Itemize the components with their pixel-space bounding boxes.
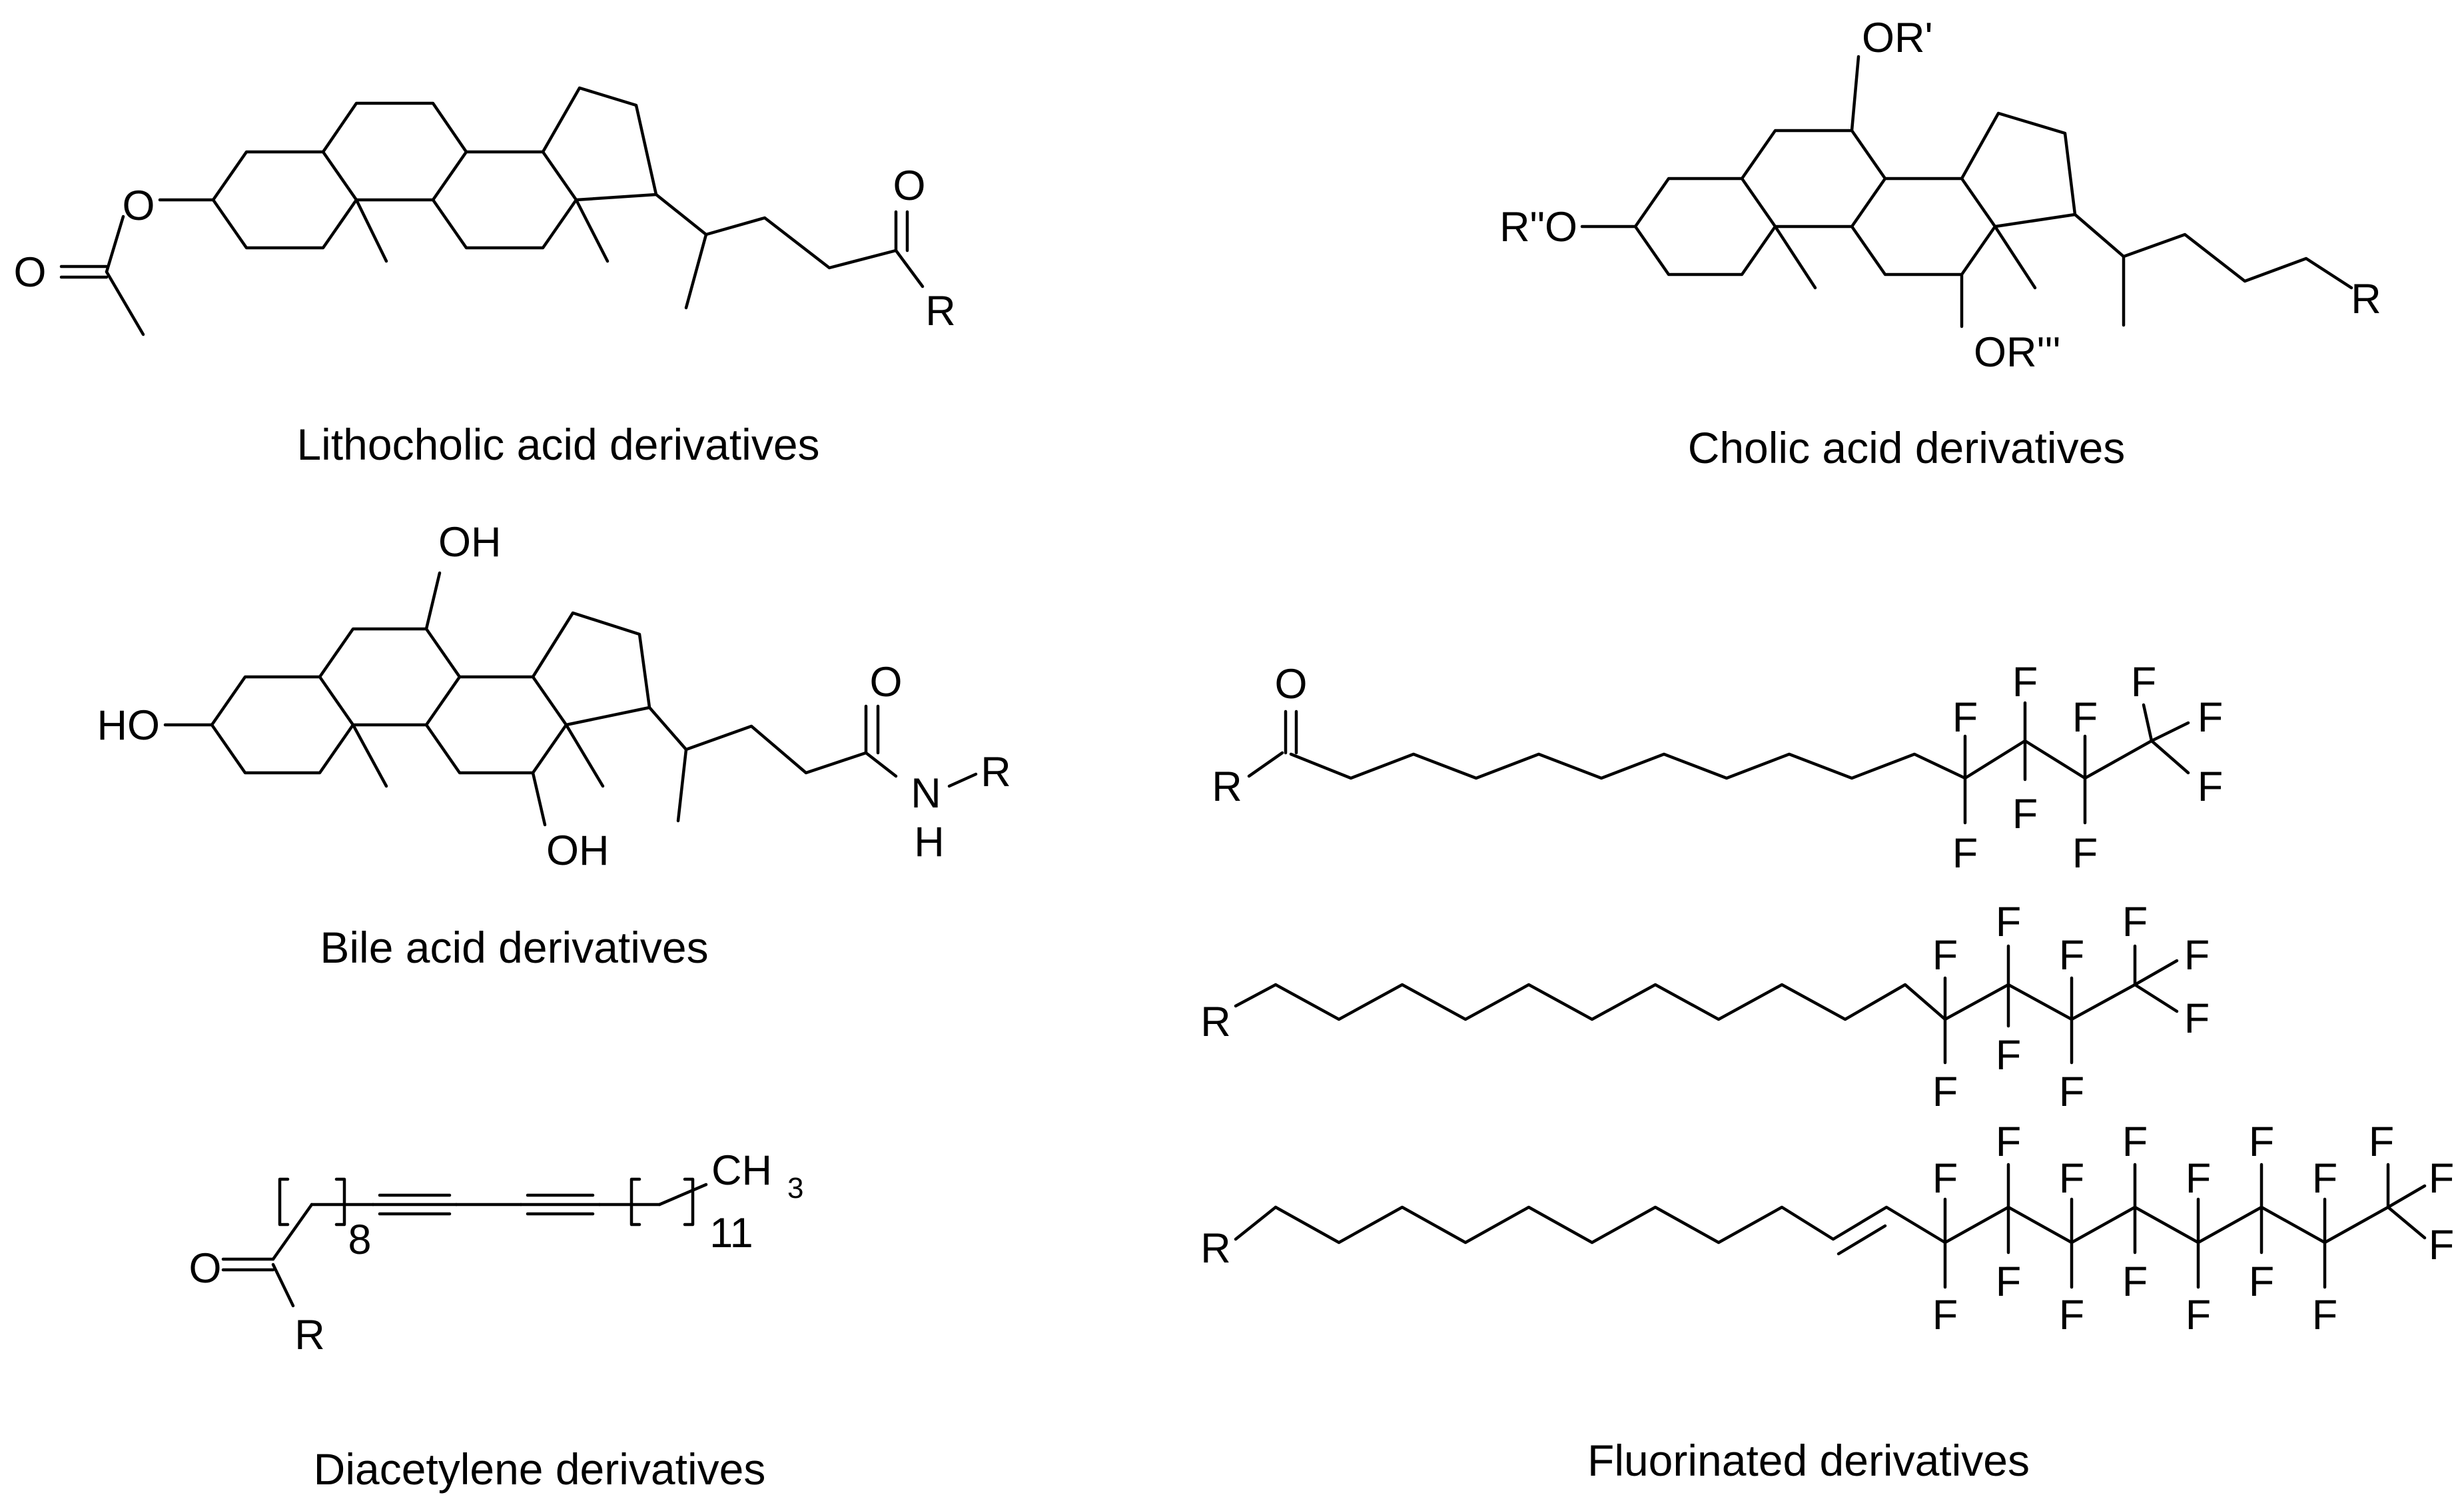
atom-o-fluoro1: O: [1274, 661, 1307, 708]
atom-f-2g: F: [2122, 899, 2148, 945]
atom-f-2f: F: [2059, 1069, 2084, 1115]
atom-h-amide: H: [914, 819, 945, 865]
atom-r-double-prime-o: R"O: [1499, 204, 1577, 251]
atom-r-fluoro1: R: [1212, 763, 1242, 810]
atom-f-1c: F: [2012, 659, 2038, 706]
atom-r-fluoro3: R: [1200, 1225, 1231, 1272]
atom-f-3c: F: [1996, 1119, 2021, 1165]
atom-ch3: CH: [711, 1147, 772, 1194]
atom-f-3b: F: [1932, 1292, 1958, 1338]
atom-f-3d: F: [1996, 1258, 2021, 1305]
lithocholic-acid-structure: [59, 86, 925, 336]
caption-fluorinated: Fluorinated derivatives: [1587, 1436, 2030, 1485]
atom-f-3g: F: [2122, 1119, 2148, 1165]
atom-o-ester-ring: O: [122, 183, 155, 229]
atom-or-triple-prime: OR''': [1974, 329, 2061, 376]
atom-f-1i: F: [2198, 763, 2223, 810]
atom-o-diacetylene: O: [189, 1245, 221, 1292]
atom-n-amide: N: [911, 770, 941, 817]
atom-ho-c3: HO: [97, 702, 161, 749]
atom-r-fluoro2: R: [1200, 999, 1231, 1045]
atom-f-2e: F: [2059, 932, 2084, 979]
atom-f-3j: F: [2186, 1292, 2211, 1338]
atom-f-3k: F: [2249, 1119, 2274, 1165]
caption-cholic: Cholic acid derivatives: [1688, 423, 2126, 472]
atom-o-carbonyl-acetyl: O: [13, 249, 46, 296]
atom-f-2i: F: [2184, 995, 2210, 1042]
atom-f-3q: F: [2429, 1222, 2454, 1268]
atom-f-1b: F: [1952, 830, 1978, 877]
label-repeat-8: 8: [348, 1217, 371, 1263]
atom-f-3l: F: [2249, 1258, 2274, 1305]
atom-f-3a: F: [1932, 1155, 1958, 1202]
atom-r-bile: R: [981, 749, 1011, 795]
atom-f-3i: F: [2186, 1155, 2211, 1202]
fluorinated-structure-1: [1247, 701, 2190, 825]
atom-f-3o: F: [2369, 1119, 2394, 1165]
atom-f-3e: F: [2059, 1155, 2084, 1202]
atom-f-1f: F: [2072, 830, 2098, 877]
atom-f-3m: F: [2312, 1155, 2337, 1202]
cholic-acid-structure: [1580, 55, 2353, 328]
atom-f-2h: F: [2184, 932, 2210, 979]
atom-f-3f: F: [2059, 1292, 2084, 1338]
atom-f-1e: F: [2072, 694, 2098, 741]
fluorinated-structure-3: [1234, 1163, 2427, 1289]
atom-o-amide: O: [869, 659, 902, 706]
atom-f-2a: F: [1932, 932, 1958, 979]
atom-ch3-subscript: 3: [787, 1172, 803, 1205]
label-repeat-11: 11: [709, 1210, 753, 1256]
caption-diacetylene: Diacetylene derivatives: [314, 1444, 766, 1494]
atom-f-1h: F: [2198, 694, 2223, 741]
caption-lithocholic: Lithocholic acid derivatives: [296, 420, 819, 469]
caption-bile: Bile acid derivatives: [320, 923, 708, 972]
atom-f-2d: F: [1996, 1032, 2021, 1079]
atom-r-diacetylene: R: [294, 1312, 325, 1358]
atom-f-3h: F: [2122, 1258, 2148, 1305]
atom-o-carbonyl-lithocholic: O: [893, 163, 925, 209]
atom-f-1a: F: [1952, 694, 1978, 741]
atom-f-1d: F: [2012, 791, 2038, 837]
atom-f-2c: F: [1996, 899, 2021, 945]
atom-r-lithocholic: R: [925, 288, 956, 334]
atom-r-cholic: R: [2351, 276, 2381, 322]
atom-f-2b: F: [1932, 1069, 1958, 1115]
diacetylene-structure: [221, 1177, 708, 1308]
atom-f-3n: F: [2312, 1292, 2337, 1338]
atom-or-prime: OR': [1862, 15, 1933, 61]
fluorinated-structure-2: [1234, 944, 2179, 1065]
atom-f-3p: F: [2429, 1155, 2454, 1202]
atom-oh-c12: OH: [546, 827, 610, 874]
bile-acid-structure: [163, 571, 978, 827]
atom-oh-c7: OH: [438, 519, 502, 566]
atom-f-1g: F: [2131, 659, 2156, 706]
